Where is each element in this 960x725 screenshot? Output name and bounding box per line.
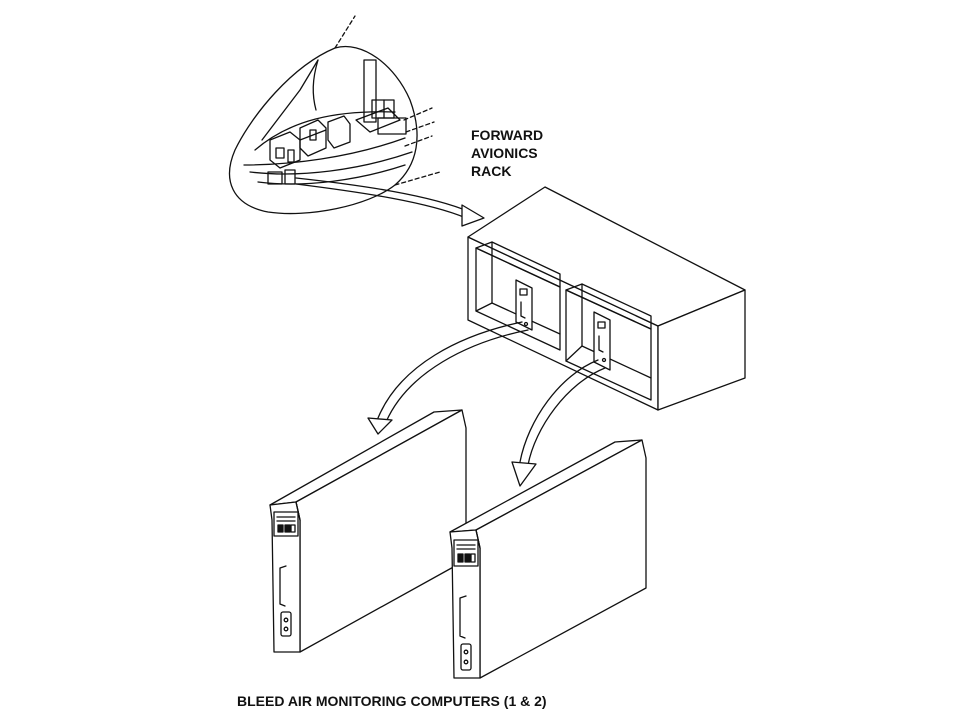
rack-label-line-1: FORWARD — [471, 127, 544, 143]
bleed-air-computer-1 — [270, 410, 466, 652]
fuselage-outline — [230, 47, 417, 214]
arrow-rack-to-computer-2 — [512, 360, 605, 486]
rack-label-line-3: RACK — [471, 163, 512, 179]
forward-avionics-rack-label: FORWARD AVIONICS RACK — [471, 126, 543, 180]
arrow-nose-to-rack — [296, 178, 484, 226]
rack-label-line-2: AVIONICS — [471, 145, 538, 161]
bleed-air-computers-caption: BLEED AIR MONITORING COMPUTERS (1 & 2) — [237, 693, 547, 709]
bleed-air-computer-2 — [450, 440, 646, 678]
rack-side-face — [658, 290, 745, 410]
forward-avionics-rack — [468, 187, 745, 410]
arrow-rack-to-computer-1 — [368, 322, 528, 434]
fuselage-centerline — [335, 16, 355, 48]
aircraft-nose-cutaway — [230, 16, 440, 214]
